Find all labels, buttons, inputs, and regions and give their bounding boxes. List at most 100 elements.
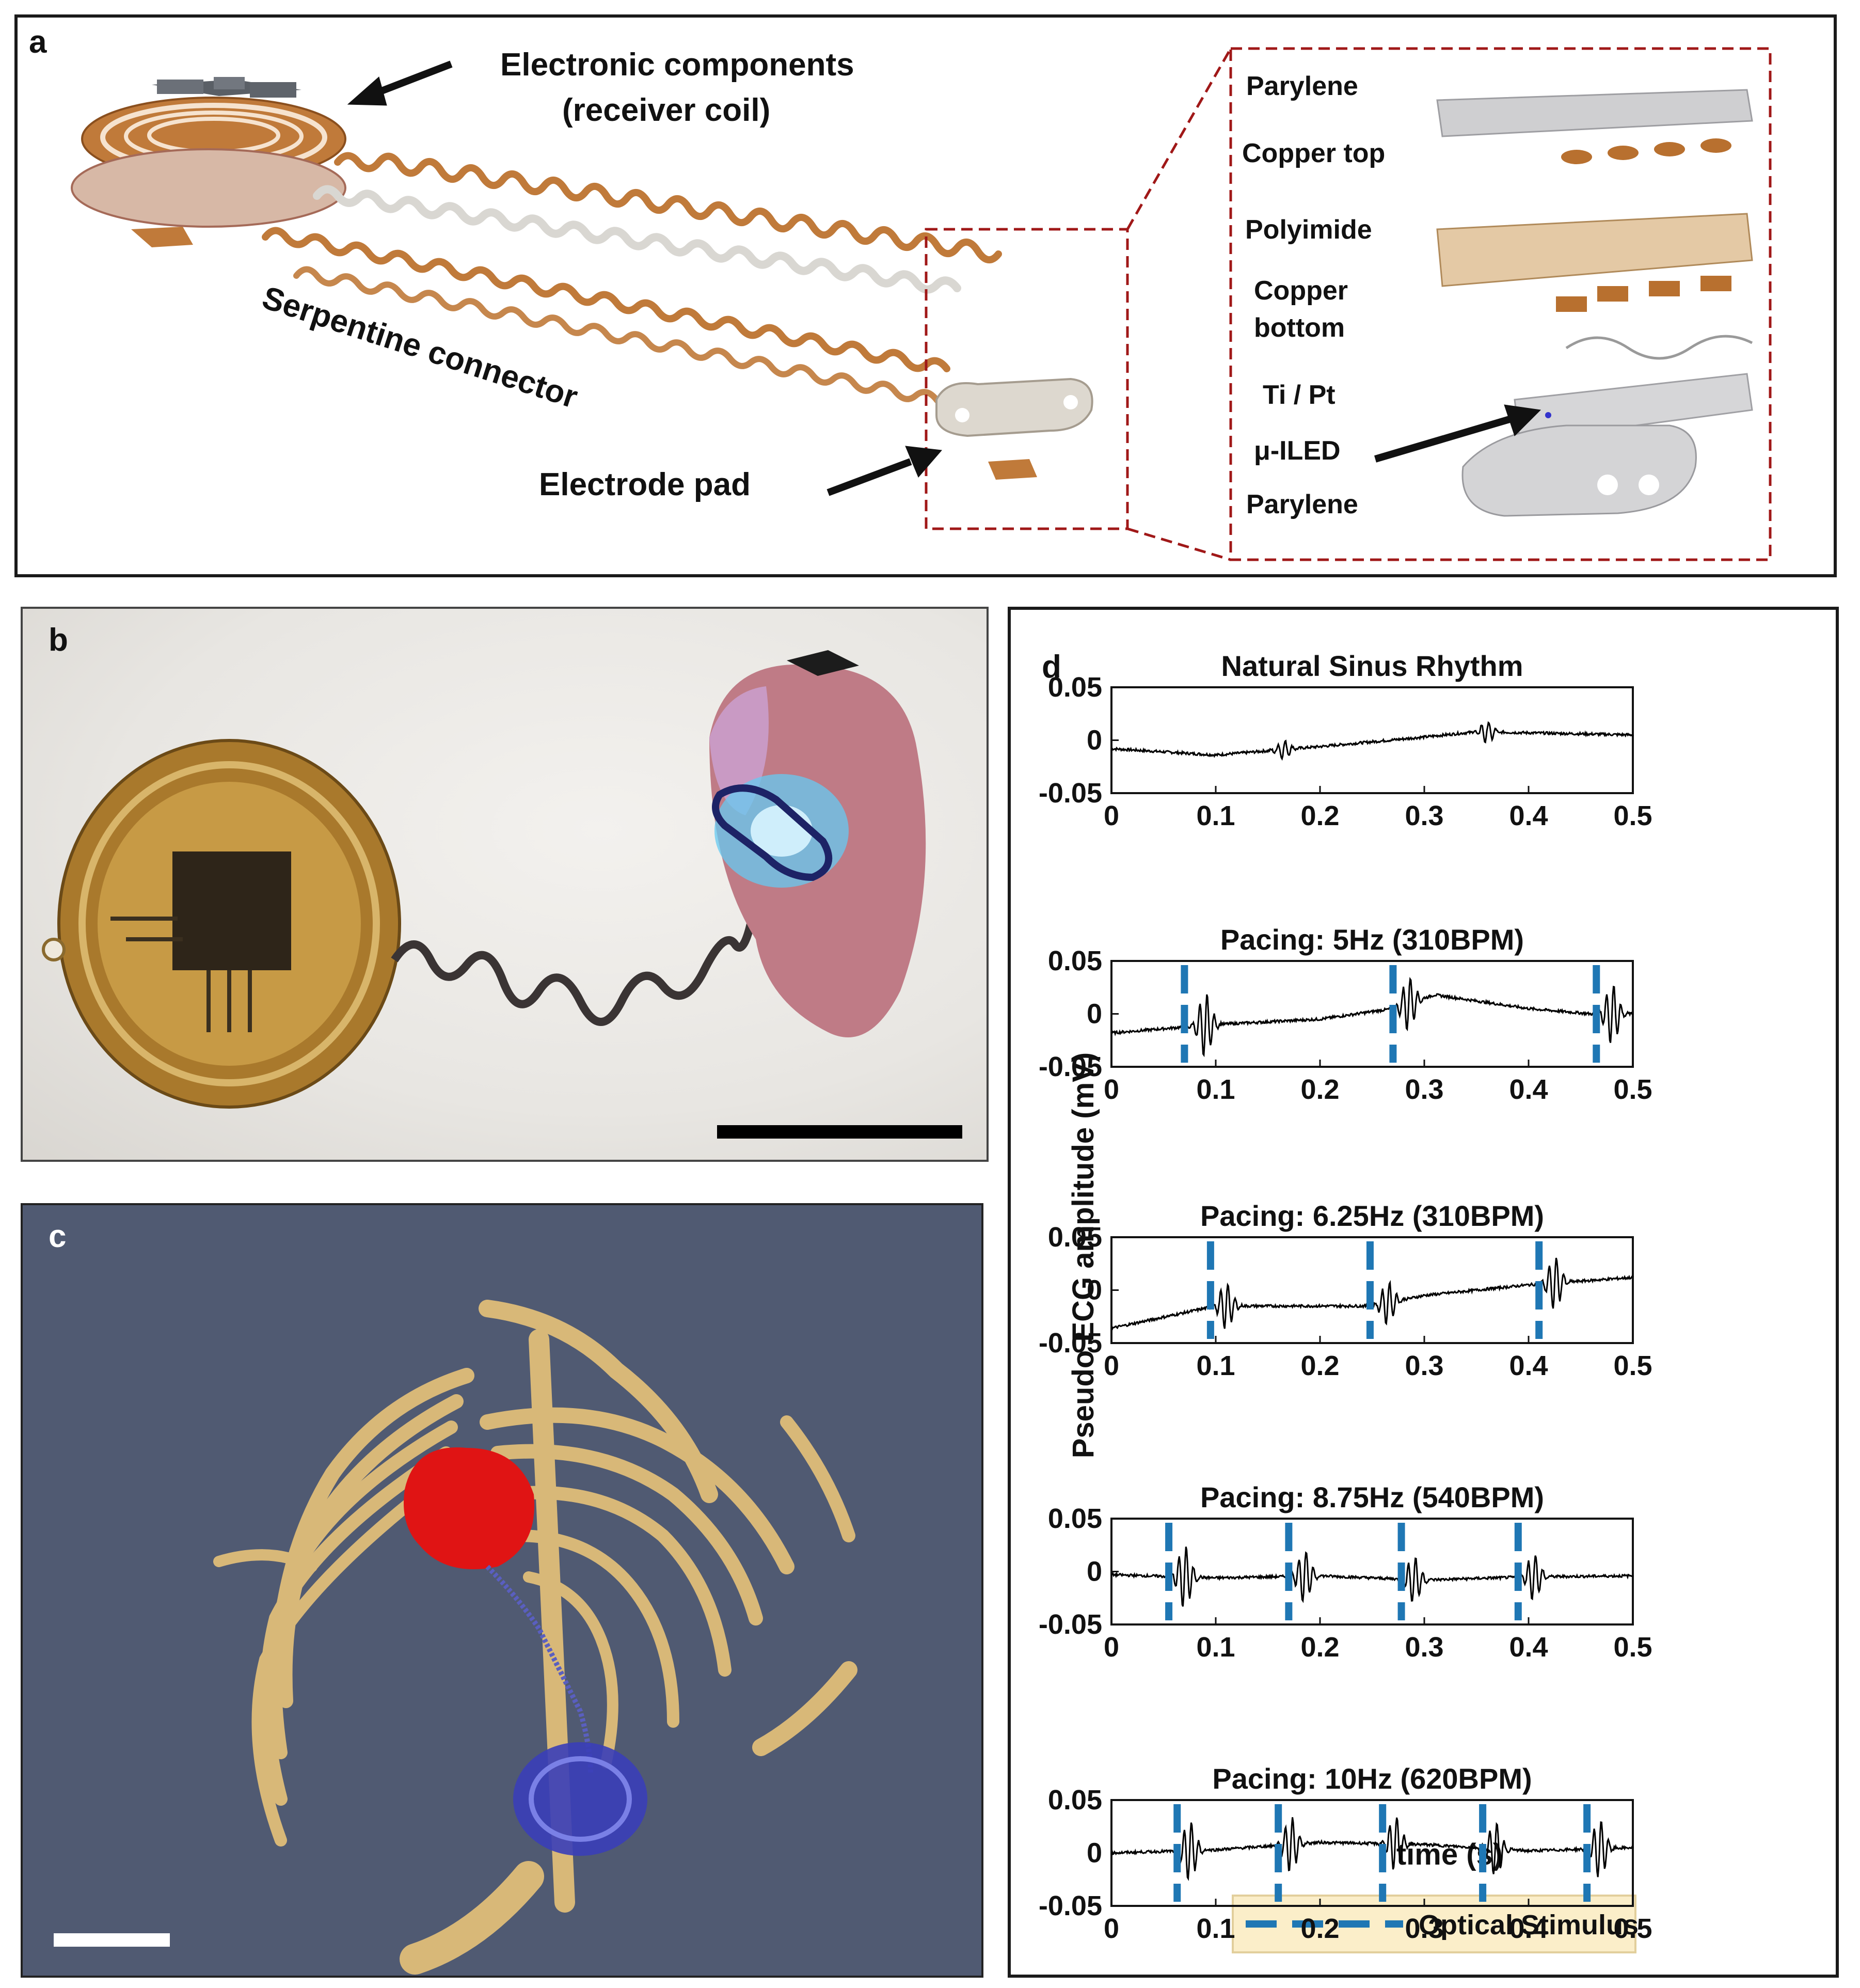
ecg-trace [1111, 1547, 1633, 1607]
panel-b-photo: b [21, 607, 989, 1162]
x-tick-label: 0.4 [1509, 1074, 1548, 1105]
layer-label: Copper top [1242, 138, 1385, 168]
ecg-trace [1110, 1817, 1634, 1881]
y-tick-label: -0.05 [1039, 1890, 1102, 1921]
bottom-copper-trace [131, 227, 193, 247]
x-tick-label: 0.3 [1405, 1632, 1443, 1663]
device-exploded-view: Electronic components (receiver coil) Se… [71, 47, 1772, 561]
panel-c-letter: c [49, 1219, 67, 1254]
plot-frame [1110, 686, 1634, 794]
electrode-pad [935, 377, 1093, 480]
rib-cage [213, 1300, 857, 1975]
x-tick-label: 0.2 [1300, 1350, 1339, 1381]
y-tick-label: -0.05 [1039, 1328, 1102, 1359]
x-tick-label: 0 [1104, 800, 1119, 831]
y-tick-label: 0 [1087, 1556, 1102, 1587]
y-tick-label: 0 [1087, 999, 1102, 1030]
plot-frame [1110, 960, 1634, 1068]
x-tick-label: 0.2 [1300, 1913, 1339, 1944]
y-tick-label: -0.05 [1039, 778, 1102, 809]
legend-label: Optical Stimulus [1419, 1910, 1639, 1940]
x-tick-label: 0.2 [1300, 1632, 1339, 1663]
serpentine-wire [391, 853, 775, 1026]
x-tick-label: 0.3 [1405, 1074, 1443, 1105]
x-tick-label: 0 [1104, 1632, 1119, 1663]
layer-label: Parylene [1246, 71, 1358, 101]
label-electronic-components: Electronic components [500, 47, 854, 83]
layer-label: Polyimide [1245, 215, 1372, 245]
serpentine-lead [485, 1565, 593, 1774]
label-electrode-pad: Electrode pad [539, 467, 751, 502]
x-tick-label: 0.3 [1405, 800, 1443, 831]
layer-label: μ-ILED [1254, 436, 1341, 466]
x-tick-label: 0.1 [1196, 1632, 1235, 1663]
x-tick-label: 0.5 [1613, 800, 1652, 831]
x-tick-label: 0.4 [1509, 1632, 1548, 1663]
x-tick-label: 0.1 [1196, 1350, 1235, 1381]
x-tick-label: 0.1 [1196, 1074, 1235, 1105]
panel-c-ct-render: c [21, 1203, 983, 1978]
y-tick-label: 0.05 [1048, 1785, 1102, 1816]
x-tick-label: 0.5 [1613, 1350, 1652, 1381]
ct-render [54, 1300, 857, 1975]
x-tick-label: 0.1 [1196, 1913, 1235, 1944]
subplot-title: Pacing: 10Hz (620BPM) [1212, 1762, 1532, 1795]
heart [709, 650, 926, 1037]
x-tick-label: 0.5 [1613, 1074, 1652, 1105]
layer-label: bottom [1254, 313, 1345, 343]
scale-bar [717, 1125, 962, 1139]
x-tick-label: 0.1 [1196, 800, 1235, 831]
layer-label: Copper [1254, 276, 1348, 306]
layer-label: Ti / Pt [1263, 380, 1336, 410]
zoom-box-large [1229, 47, 1772, 561]
polyimide-disk [71, 148, 346, 228]
panel-b-letter: b [49, 622, 68, 658]
x-tick-label: 0.3 [1405, 1350, 1443, 1381]
ecg-trace [1111, 976, 1633, 1058]
layer-label: Parylene [1246, 490, 1358, 519]
ecg-charts: Pseudo ECG amplitude (mV) time (s) Optic… [1039, 650, 1652, 1953]
x-tick-label: 0 [1104, 1913, 1119, 1944]
x-tick-label: 0.4 [1509, 1913, 1548, 1944]
y-tick-label: -0.05 [1039, 1051, 1102, 1082]
subplot-title: Natural Sinus Rhythm [1221, 650, 1523, 682]
serpentine-ribbons [262, 152, 1002, 411]
panel-d-letter: d [1042, 649, 1061, 685]
receiver-disk [42, 739, 401, 1109]
y-tick-label: 0 [1087, 1838, 1102, 1869]
panel-a-letter: a [29, 24, 47, 60]
electronic-components-chips [152, 77, 301, 98]
x-tick-label: 0.2 [1300, 800, 1339, 831]
x-tick-label: 0.4 [1509, 1350, 1548, 1381]
annotation-arrows [347, 60, 1541, 496]
zoom-box-small [925, 228, 1129, 530]
y-tick-label: -0.05 [1039, 1609, 1102, 1640]
y-tick-label: 0 [1087, 725, 1102, 756]
y-tick-label: 0.05 [1048, 1222, 1102, 1253]
subplot-title: Pacing: 8.75Hz (540BPM) [1200, 1481, 1544, 1513]
subplot-title: Pacing: 6.25Hz (310BPM) [1200, 1200, 1544, 1232]
subplot-title: Pacing: 5Hz (310BPM) [1220, 923, 1524, 956]
x-tick-label: 0.5 [1613, 1632, 1652, 1663]
y-tick-label: 0.05 [1048, 672, 1102, 703]
layer-stack [1436, 89, 1753, 517]
plot-frame [1110, 1518, 1634, 1626]
heart-model [404, 1447, 535, 1569]
ecg-trace [1111, 721, 1634, 761]
y-axis-label: Pseudo ECG amplitude (mV) [1067, 1052, 1100, 1458]
x-tick-label: 0 [1104, 1074, 1119, 1105]
label-receiver-coil: (receiver coil) [562, 92, 770, 128]
x-tick-label: 0.3 [1405, 1913, 1443, 1944]
y-tick-label: 0 [1087, 1275, 1102, 1306]
panel-d-ecg: d Pseudo ECG amplitude (mV) time (s) Opt… [1008, 607, 1839, 1978]
y-tick-label: 0.05 [1048, 945, 1102, 976]
x-tick-label: 0.5 [1613, 1913, 1652, 1944]
scale-bar [54, 1933, 170, 1947]
device-photo [42, 650, 962, 1139]
x-tick-label: 0 [1104, 1350, 1119, 1381]
